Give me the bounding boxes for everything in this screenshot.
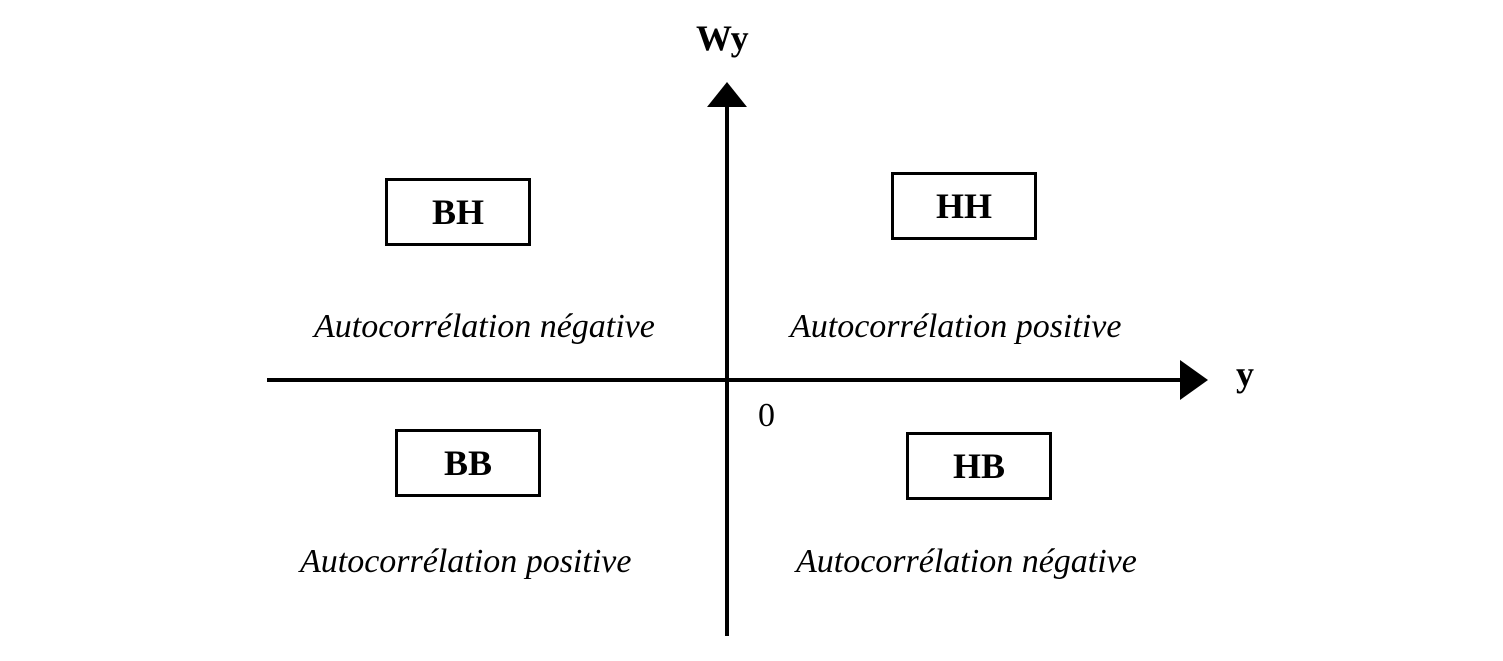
- quadrant-box-bb: BB: [395, 429, 541, 497]
- origin-label: 0: [758, 397, 775, 434]
- vertical-axis-arrowhead: [707, 82, 747, 107]
- vertical-axis-label: Wy: [696, 18, 749, 58]
- quadrant-box-hh: HH: [891, 172, 1037, 240]
- quadrant-caption-bottom-left: Autocorrélation positive: [300, 543, 632, 580]
- quadrant-caption-bottom-right: Autocorrélation négative: [796, 543, 1137, 580]
- quadrant-caption-top-right: Autocorrélation positive: [790, 308, 1122, 345]
- horizontal-axis-arrowhead: [1180, 360, 1208, 400]
- horizontal-axis-label: y: [1236, 354, 1254, 394]
- quadrant-box-bh: BH: [385, 178, 531, 246]
- quadrant-caption-top-left: Autocorrélation négative: [314, 308, 655, 345]
- quadrant-box-hb: HB: [906, 432, 1052, 500]
